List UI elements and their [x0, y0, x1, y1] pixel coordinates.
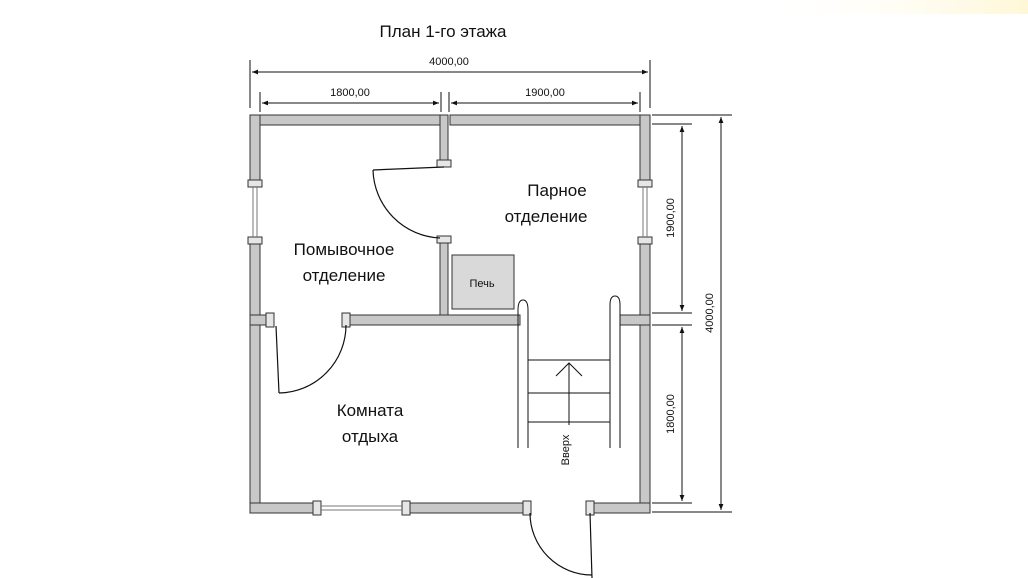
dim-total-width: 4000,00 — [429, 56, 469, 68]
rest-room-label-line1: Комната — [337, 401, 404, 420]
windows — [252, 187, 648, 511]
wash-room-label-line2: отделение — [303, 266, 386, 285]
stairs — [517, 295, 621, 448]
wash-room-label-line1: Помывочное — [294, 240, 395, 259]
rest-room-label-line2: отдыха — [342, 427, 399, 446]
dim-left-width: 1800,00 — [330, 87, 370, 99]
walls — [249, 114, 651, 514]
dim-right-width: 1900,00 — [525, 87, 565, 99]
stove: Печь — [451, 254, 515, 310]
stove-label: Печь — [469, 278, 494, 290]
steam-room-label-line1: Парное — [527, 181, 586, 200]
jamb-caps — [247, 159, 653, 516]
dimension-lines — [249, 60, 732, 513]
dim-upper-height: 1900,00 — [665, 198, 677, 238]
stairs-label: Вверх — [560, 434, 572, 465]
dim-lower-height: 1800,00 — [665, 394, 677, 434]
plan-title: План 1-го этажа — [379, 22, 507, 41]
dim-total-height: 4000,00 — [704, 293, 716, 333]
doors — [275, 166, 593, 578]
corner-glow — [760, 0, 1028, 14]
steam-room-label-line2: отделение — [505, 207, 588, 226]
